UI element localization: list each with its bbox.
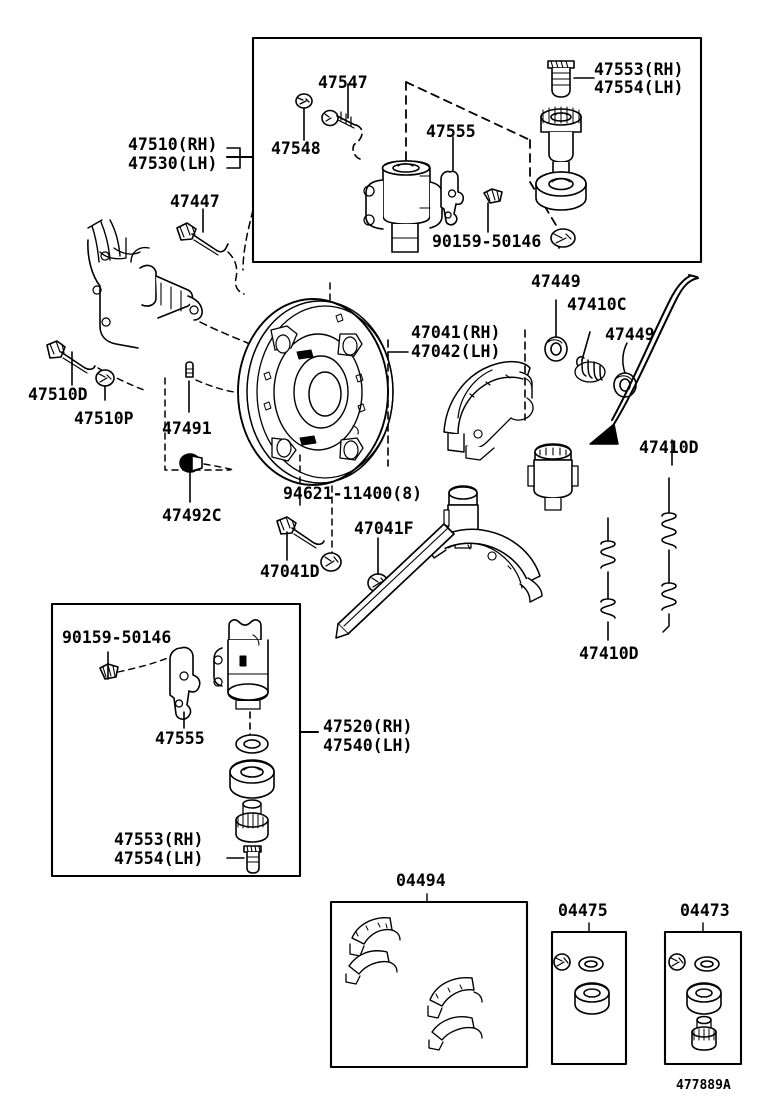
label-47547: 47547 [318, 73, 368, 92]
part-47510D-bolt-glyph [46, 340, 145, 391]
part-brake-shoe-upper-glyph [443, 360, 534, 461]
part-wheel-cylinder-bottom-glyph [213, 619, 269, 710]
part-94621-washer-glyph [320, 552, 342, 572]
part-47553-stack-glyph [535, 60, 595, 248]
label-47041D: 47041D [260, 562, 320, 581]
part-47547-glyph [321, 83, 363, 160]
kit-box-04475 [550, 922, 628, 1066]
part-wheel-cylinder-top-glyph [363, 160, 443, 253]
part-47553-bottom-glyph [226, 845, 262, 874]
kit-box-04494 [329, 893, 529, 1069]
label-47410D-right: 47410D [639, 438, 699, 457]
part-piston-bottom-glyph [235, 799, 269, 843]
label-47554-bottom: 47554(LH) [114, 849, 204, 868]
label-47041-rh: 47041(RH) [411, 323, 501, 342]
label-47510P: 47510P [74, 409, 134, 428]
label-47510D: 47510D [28, 385, 88, 404]
part-return-spring-center-glyph [600, 517, 616, 641]
label-47041F: 47041F [354, 519, 414, 538]
label-47520-rh: 47520(RH) [323, 717, 413, 736]
label-47510-rh: 47510(RH) [128, 135, 218, 154]
label-47530-lh: 47530(LH) [128, 154, 218, 173]
part-47555-lever-bottom-glyph [169, 646, 201, 729]
part-47041D-bolt-glyph [276, 516, 325, 561]
part-return-spring-right-glyph [661, 477, 677, 633]
part-cup-bottom-glyph [229, 759, 275, 799]
part-diagonal-bar-glyph [335, 523, 455, 639]
part-axle-shaft-glyph [87, 219, 251, 349]
dashed-shoe-guide [387, 329, 526, 467]
part-47510P-nut-glyph [95, 369, 115, 401]
label-47410C: 47410C [567, 295, 627, 314]
part-47555-lever-top-glyph [440, 136, 465, 226]
part-47548-glyph [295, 93, 313, 141]
part-47447-bolt-glyph [176, 208, 245, 295]
part-47449-cup-lower-glyph [613, 342, 637, 398]
label-90159-50146-bottom: 90159-50146 [62, 628, 172, 647]
part-47492C-glyph [179, 453, 235, 503]
label-47555-bottom: 47555 [155, 729, 205, 748]
leader-47510-47530 [226, 147, 254, 271]
kit-box-04473 [663, 922, 743, 1066]
label-94621-11400: 94621-11400(8) [283, 484, 423, 503]
part-47410C-spring-glyph [574, 331, 606, 383]
label-47491: 47491 [162, 419, 212, 438]
label-47553-bottom: 47553(RH) [114, 830, 204, 849]
part-47410D-cable-glyph [589, 274, 699, 466]
label-47042-lh: 47042(LH) [411, 342, 501, 361]
top-detail-box [225, 36, 703, 264]
label-47554-top: 47554(LH) [594, 78, 684, 97]
label-47553-top: 47553(RH) [594, 60, 684, 79]
label-47540-lh: 47540(LH) [323, 736, 413, 755]
label-47449-upper: 47449 [531, 272, 581, 291]
label-04475: 04475 [558, 901, 608, 920]
label-47555-top: 47555 [426, 122, 476, 141]
label-04473: 04473 [680, 901, 730, 920]
part-47491-pin-glyph [185, 361, 235, 413]
part-adjuster-center-glyph [527, 443, 579, 511]
label-47449-lower: 47449 [605, 325, 655, 344]
label-47548: 47548 [271, 139, 321, 158]
dashed-guides-lower [164, 277, 333, 561]
label-90159-50146-top: 90159-50146 [432, 232, 542, 251]
part-backing-plate-glyph [237, 298, 409, 486]
part-47449-cup-upper-glyph [544, 299, 568, 362]
label-47410D-bottom: 47410D [579, 644, 639, 663]
label-04494: 04494 [396, 871, 446, 890]
part-oring-bottom-glyph [235, 734, 269, 754]
part-90159-50146-top-glyph [483, 188, 503, 233]
label-47492C: 47492C [162, 506, 222, 525]
label-47447: 47447 [170, 192, 220, 211]
figure-code: 477889A [676, 1078, 731, 1093]
